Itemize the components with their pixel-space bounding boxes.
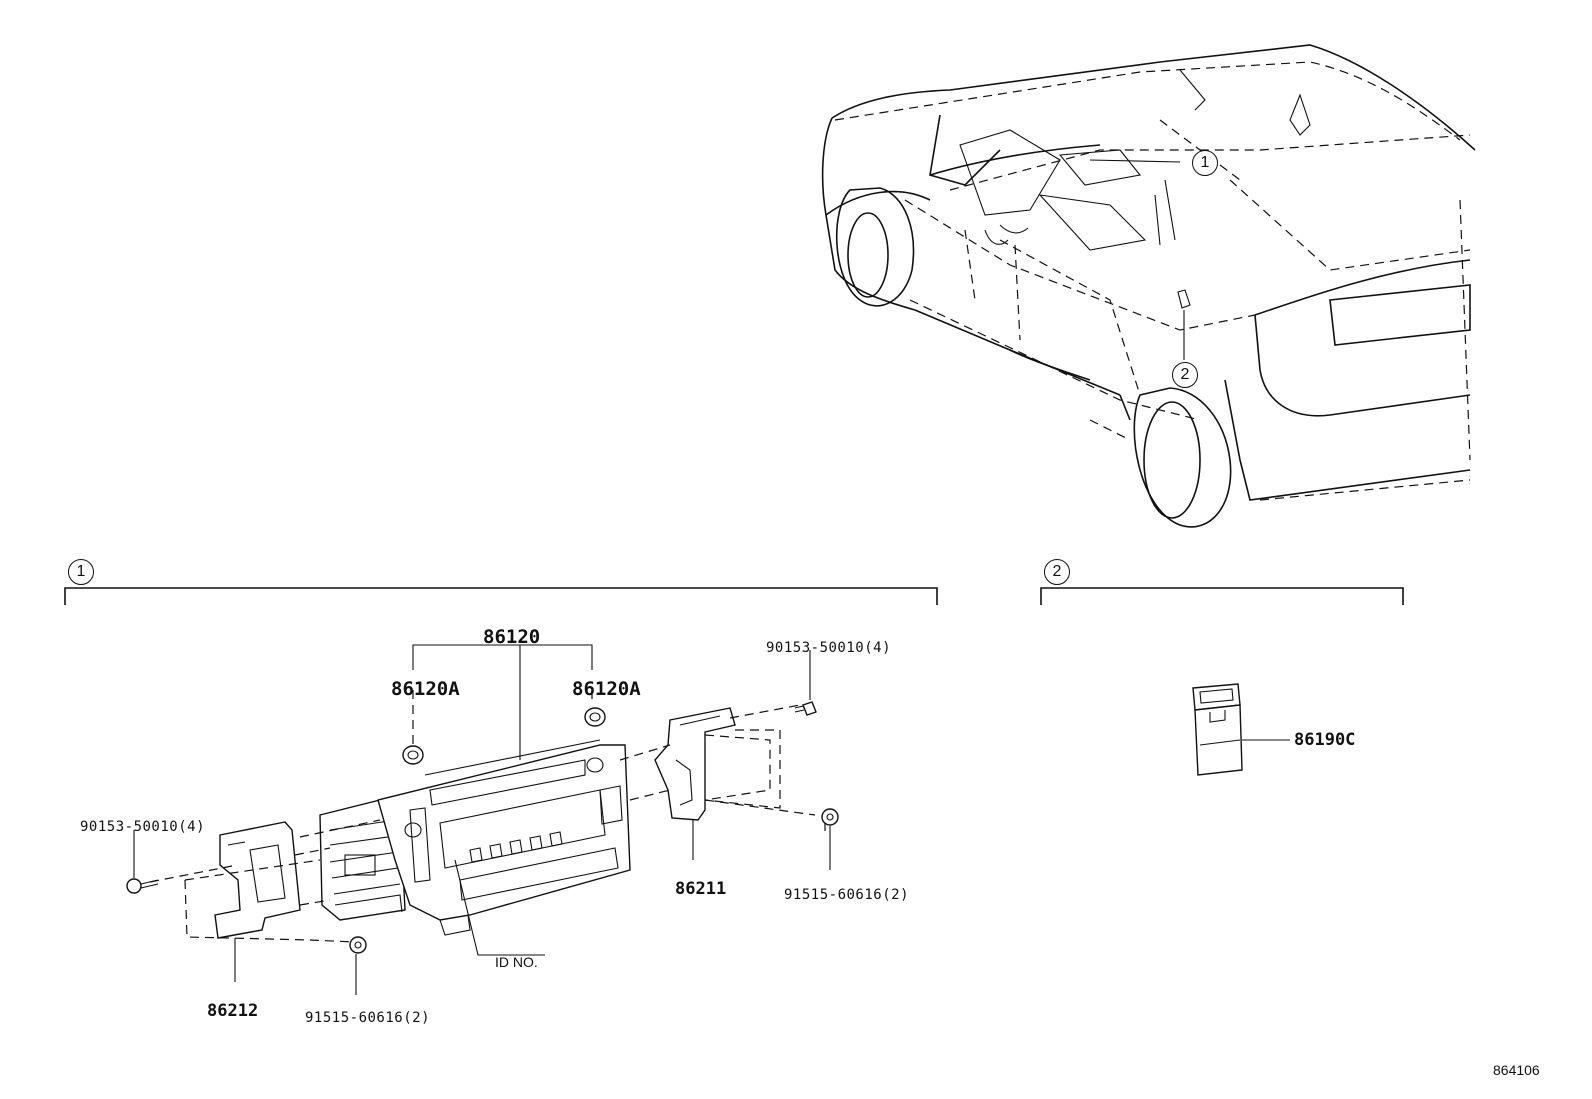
label-90153-top: 90153-50010(4) xyxy=(766,640,892,656)
label-86190c: 86190C xyxy=(1294,730,1356,750)
diagram-number: 864106 xyxy=(1493,1062,1540,1078)
bracket-86211 xyxy=(654,707,736,821)
callout-1-car: 1 xyxy=(1192,150,1218,176)
leader-id-no xyxy=(454,859,545,956)
label-91515-right: 91515-60616(2) xyxy=(784,887,910,903)
screw-91515-bottom xyxy=(349,936,367,954)
section-1-bracket xyxy=(64,587,938,605)
switch-86190c xyxy=(1192,683,1243,776)
label-90153-left: 90153-50010(4) xyxy=(80,819,206,835)
label-id-no: ID NO. xyxy=(495,954,538,970)
callout-2-car: 2 xyxy=(1172,362,1198,388)
leader-86120 xyxy=(412,644,593,760)
assembly-dashed-lines xyxy=(149,704,826,955)
bracket-86212 xyxy=(214,821,301,939)
label-86120: 86120 xyxy=(483,626,541,648)
label-86211: 86211 xyxy=(675,879,727,899)
label-86120a-left: 86120A xyxy=(391,678,460,700)
knob-86120a-right xyxy=(584,707,606,727)
callout-2-section: 2 xyxy=(1044,559,1070,585)
knob-86120a-left xyxy=(402,745,424,765)
callout-1-section: 1 xyxy=(68,559,94,585)
section-2-bracket xyxy=(1040,587,1404,605)
screw-90153-top xyxy=(794,701,817,716)
label-91515-bottom: 91515-60616(2) xyxy=(305,1010,431,1026)
screw-91515-right xyxy=(821,808,839,826)
screw-90153-left xyxy=(126,878,159,894)
radio-faceplate xyxy=(377,739,631,936)
vehicle-outline xyxy=(821,44,1476,528)
label-86212: 86212 xyxy=(207,1001,259,1021)
label-86120a-right: 86120A xyxy=(572,678,641,700)
